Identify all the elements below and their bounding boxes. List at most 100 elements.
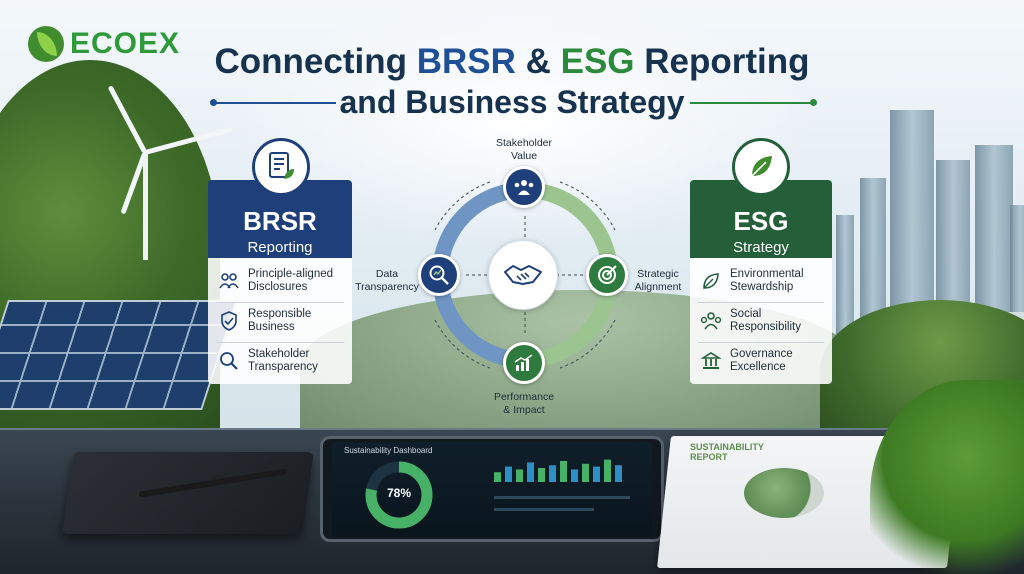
esg-item-label: Excellence: [730, 361, 786, 373]
cycle-label: Data: [375, 268, 399, 280]
title-brsr: BRSR: [416, 42, 516, 81]
leaf-icon: [700, 270, 722, 292]
esg-item-label: Responsibility: [730, 321, 801, 333]
notebook: [62, 452, 314, 534]
dashed-arrow: [434, 181, 491, 231]
divider: [698, 342, 824, 343]
esg-item-label: Stewardship: [730, 281, 794, 293]
node-performance: [503, 342, 545, 384]
report-title-text: REPORT: [690, 452, 728, 462]
cycle-label: Value: [510, 150, 538, 162]
title-amp: &: [515, 42, 561, 81]
dashboard-line: [494, 508, 594, 511]
dashboard-title: Sustainability Dashboard: [344, 446, 433, 455]
skyscraper: [836, 215, 854, 335]
report-title-text: SUSTAINABILITY: [690, 442, 764, 452]
dashboard-bar: [593, 466, 600, 482]
target-icon: [598, 265, 617, 284]
node-data: [418, 254, 460, 296]
brsr-document-badge: [252, 138, 310, 196]
dashboard-bar: [582, 463, 589, 482]
dashboard-line: [494, 496, 630, 499]
brand-name: ECOEX: [70, 27, 181, 60]
dashboard-bar: [505, 466, 512, 482]
title-rule-dot: [810, 99, 817, 106]
community-icon: [700, 310, 722, 332]
page-title-line2: and Business Strategy: [339, 84, 685, 120]
dashed-arrow: [559, 181, 616, 231]
people-icon: [218, 270, 240, 292]
title-rule-dot: [210, 99, 217, 106]
esg-item-label: Social: [730, 308, 762, 320]
leaf-logo-icon: [28, 26, 64, 62]
brsr-item-label: Responsible: [248, 308, 312, 320]
title-rule-right: [690, 102, 812, 104]
page-title-line1: Connecting BRSR & ESG Reporting: [0, 42, 1024, 82]
dashed-arrow: [559, 319, 616, 369]
label-performance-impact: Performance& Impact: [474, 391, 574, 417]
dashboard-gauge: [365, 461, 433, 529]
esg-panel-body: [690, 258, 832, 384]
brsr-item-label: Transparency: [248, 361, 318, 373]
esg-title: ESG: [733, 206, 789, 236]
dashboard-bar: [615, 465, 622, 482]
institution-icon: [700, 350, 722, 372]
dashboard-bar: [527, 462, 534, 482]
title-text: Reporting: [634, 42, 810, 81]
divider: [216, 302, 344, 303]
title-rule-left: [214, 102, 336, 104]
dashed-arrow: [434, 319, 491, 369]
cycle-label: & Impact: [503, 404, 545, 416]
esg-leaf-badge: [732, 138, 790, 196]
cycle-label: Alignment: [634, 281, 682, 293]
magnifier-chart-icon: [429, 265, 449, 285]
bar-chart-icon: [514, 354, 533, 371]
esg-subtitle: Strategy: [733, 239, 789, 256]
node-stakeholder: [503, 166, 545, 208]
brsr-item-label: Business: [248, 321, 295, 333]
shield-check-icon: [218, 310, 240, 332]
solar-panels: [0, 300, 238, 410]
skyscraper: [1010, 205, 1024, 335]
gauge-value: 78%: [386, 486, 412, 500]
esg-item-label: Environmental: [730, 268, 804, 280]
document-icon: [269, 152, 294, 179]
cycle-label: Performance: [493, 391, 555, 403]
leaf-icon: [751, 156, 772, 177]
brsr-subtitle: Reporting: [247, 239, 313, 256]
magnifier-icon: [218, 350, 240, 372]
dashboard-bar: [549, 465, 556, 482]
cycle-label: Stakeholder: [495, 137, 553, 149]
dashboard-bar-chart: [494, 459, 622, 482]
dashboard-bar: [494, 472, 501, 482]
globe-icon: [744, 468, 824, 518]
title-esg: ESG: [560, 42, 635, 81]
brsr-item-label: Stakeholder: [248, 348, 310, 360]
cycle-label: Strategic: [637, 268, 679, 280]
cycle-label: Transparency: [355, 281, 419, 293]
brsr-item-label: Principle-aligned: [248, 268, 334, 280]
gauge-fill: [365, 461, 433, 529]
brand-logo: ECOEX: [28, 26, 180, 62]
divider: [698, 302, 824, 303]
dashboard-bar: [560, 461, 567, 482]
dashboard-bar: [538, 468, 545, 482]
divider: [216, 342, 344, 343]
node-strategic: [586, 254, 628, 296]
handshake-icon: [504, 265, 542, 285]
title-text: Connecting: [214, 42, 417, 81]
wind-turbine: [143, 150, 148, 260]
center-badge: [488, 240, 558, 310]
brsr-title: BRSR: [243, 206, 317, 236]
dashboard-bar: [516, 469, 523, 482]
